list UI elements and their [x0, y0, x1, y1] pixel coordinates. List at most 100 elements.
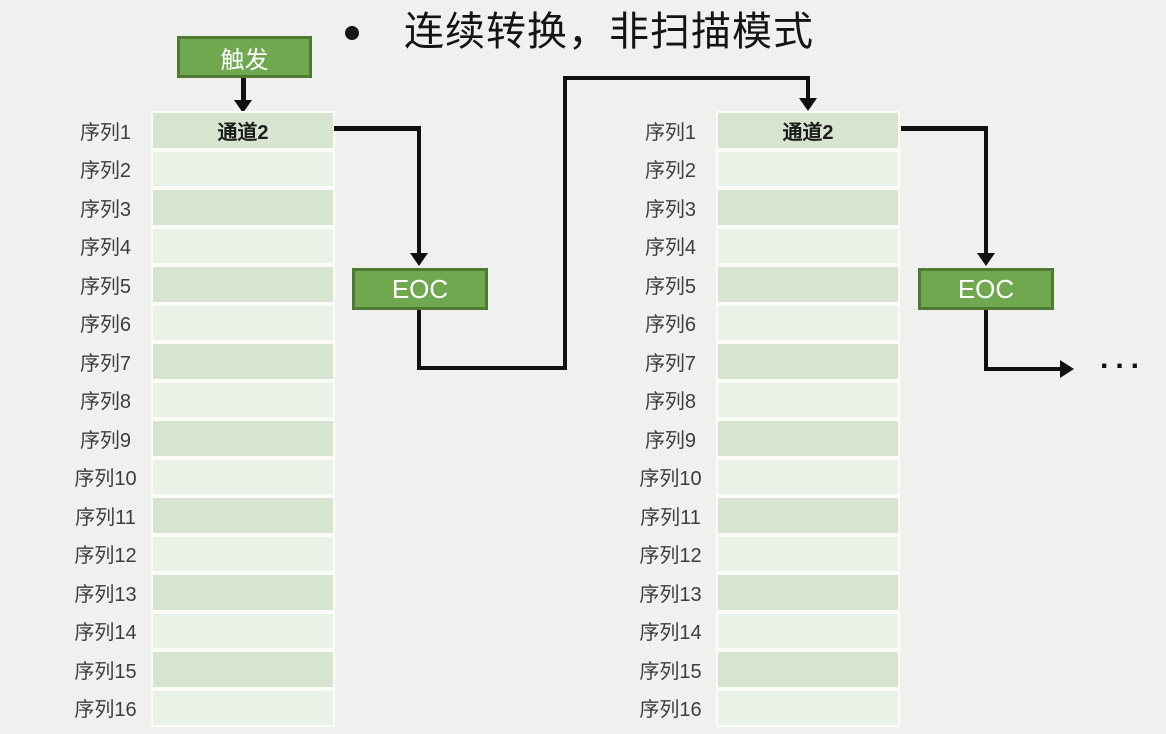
- connector-segment: [563, 76, 567, 370]
- row-label: 序列11: [640, 506, 701, 529]
- trigger-label: 触发: [220, 46, 269, 74]
- arrow-head-down-icon: [977, 253, 995, 266]
- table-row: 序列16: [60, 688, 335, 727]
- connector-segment: [241, 78, 246, 104]
- row-label: 序列1: [644, 121, 697, 144]
- row-cell: [151, 342, 335, 381]
- row-label: 序列5: [79, 275, 132, 298]
- row-cell: [151, 380, 335, 419]
- row-cell: [716, 573, 900, 612]
- row-cell: [151, 650, 335, 689]
- connector-segment: [417, 366, 567, 370]
- connector-segment: [984, 126, 988, 256]
- table-row: 序列16: [625, 688, 900, 727]
- channel-cell: 通道2: [716, 111, 900, 150]
- row-cell: [716, 226, 900, 265]
- row-label: 序列2: [79, 160, 132, 183]
- row-cell: [716, 534, 900, 573]
- row-label: 序列8: [79, 391, 132, 414]
- row-cell: [151, 419, 335, 458]
- table-row: 序列15: [625, 650, 900, 689]
- table-row: 序列11: [60, 496, 335, 535]
- row-cell: [716, 188, 900, 227]
- arrow-head-right-icon: [1060, 360, 1074, 378]
- row-cell: [151, 149, 335, 188]
- row-cell: [716, 611, 900, 650]
- row-label: 序列13: [74, 583, 137, 606]
- row-cell: [716, 457, 900, 496]
- row-cell: [151, 573, 335, 612]
- connector-segment: [334, 126, 421, 131]
- arrow-head-down-icon: [234, 100, 252, 113]
- channel-cell: 通道2: [151, 111, 335, 150]
- row-cell: [716, 303, 900, 342]
- row-cell: [716, 149, 900, 188]
- row-cell: [716, 342, 900, 381]
- row-label: 序列10: [639, 468, 702, 491]
- row-label: 序列4: [79, 237, 132, 260]
- table-row: 序列4: [625, 226, 900, 265]
- table-row: 序列6: [60, 303, 335, 342]
- row-cell: [151, 534, 335, 573]
- table-row: 序列11: [625, 496, 900, 535]
- row-cell: [151, 496, 335, 535]
- row-cell: [151, 611, 335, 650]
- eoc-box-1: EOC: [352, 268, 488, 310]
- row-label: 序列10: [74, 468, 137, 491]
- table-row: 序列8: [625, 380, 900, 419]
- row-label: 序列15: [74, 660, 137, 683]
- ellipsis: ...: [1100, 342, 1147, 375]
- row-label: 序列6: [644, 314, 697, 337]
- row-label: 序列16: [639, 699, 702, 722]
- row-label: 序列2: [644, 160, 697, 183]
- row-cell: [151, 265, 335, 304]
- table-row: 序列5: [625, 265, 900, 304]
- trigger-box: 触发: [177, 36, 312, 78]
- table-row: 序列6: [625, 303, 900, 342]
- eoc-label: EOC: [391, 273, 449, 304]
- row-cell: [151, 226, 335, 265]
- table-row: 序列4: [60, 226, 335, 265]
- row-label: 序列5: [644, 275, 697, 298]
- table-row: 序列2: [60, 149, 335, 188]
- table-row: 序列9: [625, 419, 900, 458]
- table-row: 序列14: [60, 611, 335, 650]
- eoc-box-2: EOC: [918, 268, 1054, 310]
- table-row: 序列3: [625, 188, 900, 227]
- table-row: 序列3: [60, 188, 335, 227]
- row-label: 序列6: [79, 314, 132, 337]
- eoc-label: EOC: [957, 273, 1015, 304]
- row-cell: [716, 265, 900, 304]
- row-label: 序列14: [639, 622, 702, 645]
- table-row: 序列10: [60, 457, 335, 496]
- row-cell: [716, 419, 900, 458]
- row-cell: [151, 688, 335, 727]
- connector-segment: [984, 367, 1062, 371]
- connector-segment: [901, 126, 988, 131]
- row-label: 序列7: [79, 352, 132, 375]
- table-row: 序列2: [625, 149, 900, 188]
- connector-segment: [984, 310, 988, 371]
- table-row: 序列7: [625, 342, 900, 381]
- row-cell: [716, 380, 900, 419]
- table-row: 序列12: [625, 534, 900, 573]
- row-cell: [151, 303, 335, 342]
- row-label: 序列4: [644, 237, 697, 260]
- row-cell: [151, 188, 335, 227]
- bullet-icon: [345, 26, 359, 40]
- row-label: 序列9: [79, 429, 132, 452]
- table-row: 序列1 通道2: [625, 111, 900, 150]
- row-label: 序列12: [639, 545, 702, 568]
- connector-segment: [417, 126, 421, 256]
- row-label: 序列3: [644, 198, 697, 221]
- row-label: 序列13: [639, 583, 702, 606]
- row-label: 序列3: [79, 198, 132, 221]
- row-label: 序列11: [75, 506, 136, 529]
- table-row: 序列13: [625, 573, 900, 612]
- row-label: 序列16: [74, 699, 137, 722]
- arrow-head-down-icon: [799, 98, 817, 111]
